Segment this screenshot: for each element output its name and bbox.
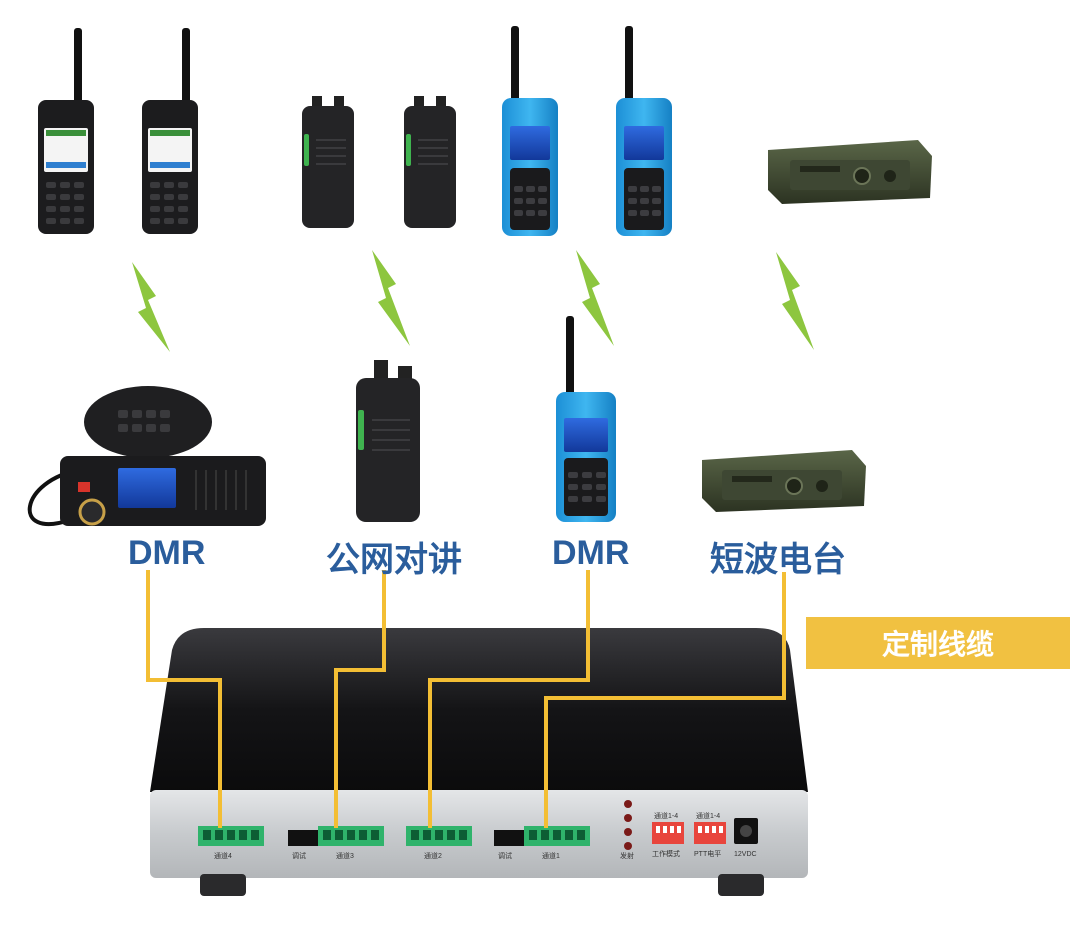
blue-dmr-handheld-top-2 xyxy=(616,26,672,236)
wireless-bolt-icon xyxy=(576,250,614,346)
channel-type-label-1: DMR xyxy=(128,534,206,572)
channel-type-label-4: 短波电台 xyxy=(710,541,846,579)
debug-port-2 xyxy=(494,830,524,846)
channel-port-3 xyxy=(318,826,384,846)
dip-header-2: 通道1-4 xyxy=(696,811,720,820)
cable-channel-4 xyxy=(146,570,222,828)
channel-type-label-2: 公网对讲 xyxy=(326,541,462,579)
blue-dmr-handheld-top-1 xyxy=(502,26,558,236)
channel-label-2: 通道2 xyxy=(424,851,442,860)
blue-dmr-handheld-middle xyxy=(556,316,616,522)
channel-label-1: 通道1 xyxy=(542,851,560,860)
channel-label-3: 通道3 xyxy=(336,851,354,860)
custom-cable-badge: 定制线缆 xyxy=(806,617,1070,669)
dip-header-1: 通道1-4 xyxy=(654,811,678,820)
channel-label-4: 通道4 xyxy=(214,851,232,860)
channel-type-label-3: DMR xyxy=(552,534,630,572)
dmr-handheld-top-1 xyxy=(38,28,94,234)
wireless-bolt-icon xyxy=(776,252,814,350)
cable-channel-3 xyxy=(334,570,386,828)
poc-handheld-top-1 xyxy=(302,96,354,228)
shortwave-radio-top xyxy=(768,140,932,204)
cable-channel-2 xyxy=(428,570,590,828)
cable-channel-1 xyxy=(544,572,786,828)
wireless-bolt-icon xyxy=(372,250,410,346)
debug-port-1 xyxy=(288,830,318,846)
work-mode-label: 工作模式 xyxy=(652,849,680,858)
shortwave-radio-middle xyxy=(702,450,866,512)
interconnect-gateway-device: 通道4 调试 通道3 通道2 调试 通道1 发射 通道1-4 通道1-4 工作模… xyxy=(150,628,808,896)
power-jack xyxy=(734,818,758,844)
poc-handheld-middle xyxy=(356,360,420,522)
ptt-level-dip-switch xyxy=(694,822,726,844)
wireless-bolt-icon xyxy=(132,262,170,352)
work-mode-dip-switch xyxy=(652,822,684,844)
poc-handheld-top-2 xyxy=(404,96,456,228)
indicator-label: 发射 xyxy=(620,851,634,860)
power-label: 12VDC xyxy=(734,851,757,858)
ptt-level-label: PTT电平 xyxy=(694,849,721,858)
dmr-handheld-top-2 xyxy=(142,28,198,234)
channel-port-1 xyxy=(524,826,590,846)
debug-label-1: 调试 xyxy=(292,851,306,860)
channel-port-4 xyxy=(198,826,264,846)
custom-cables xyxy=(146,570,786,828)
transmit-indicators xyxy=(624,800,632,850)
dmr-mobile-radio xyxy=(27,386,266,527)
debug-label-2: 调试 xyxy=(498,851,512,860)
wireless-link-bolts xyxy=(132,250,814,352)
channel-port-2 xyxy=(406,826,472,846)
